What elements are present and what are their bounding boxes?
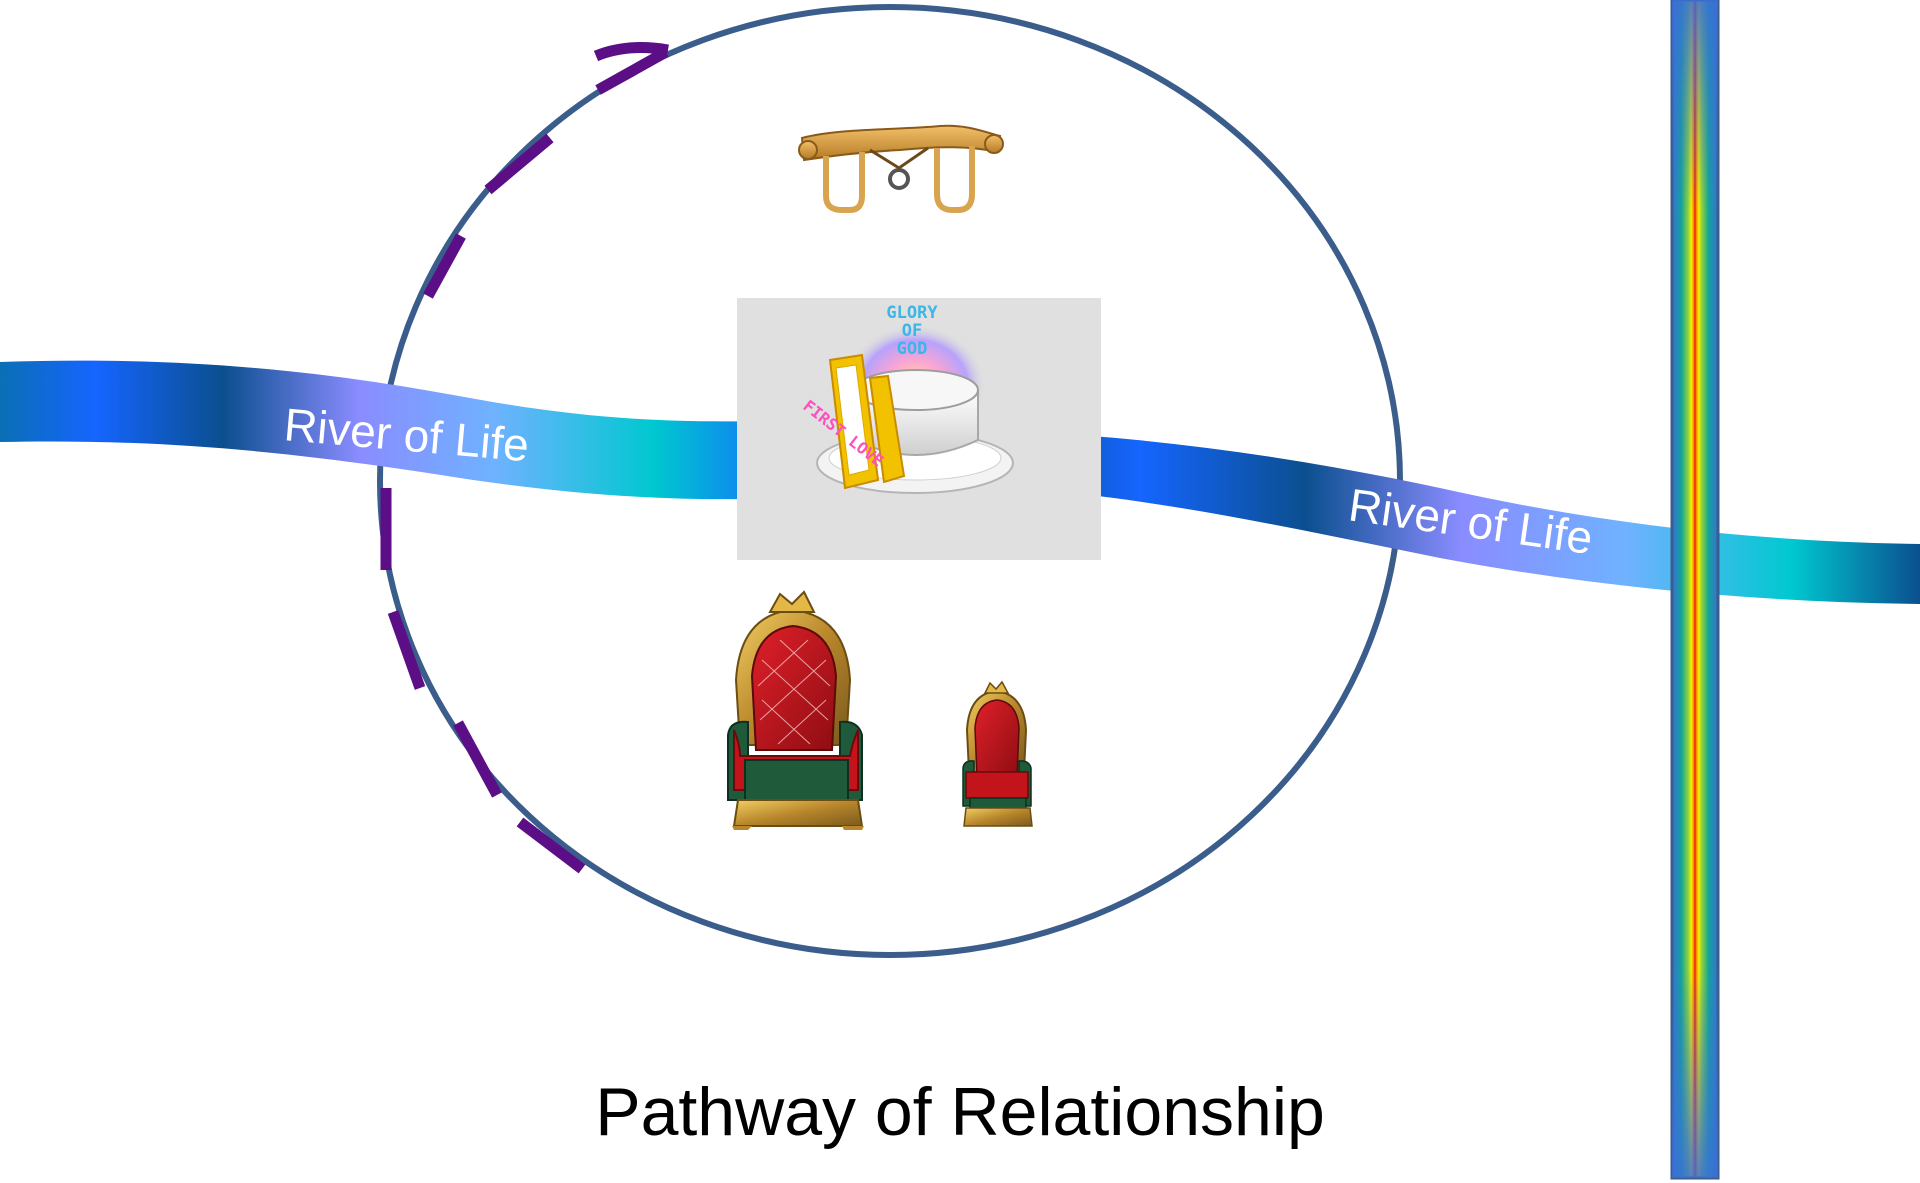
glory-text-line3: GOD [897, 339, 928, 359]
glory-text-line2: OF [902, 321, 922, 341]
river-left: River of Life [0, 360, 797, 500]
large-throne-icon [727, 590, 864, 830]
laver-picture: GLORY OF GOD FIRST LOVE [737, 298, 1101, 560]
small-throne-icon [962, 680, 1033, 827]
vertical-rainbow-band [1670, 0, 1720, 1180]
yoke-icon [798, 124, 1004, 213]
diagram-caption: Pathway of Relationship [595, 1074, 1325, 1150]
glory-text-line1: GLORY [886, 303, 938, 323]
river-right: River of Life [1003, 431, 1920, 604]
dashed-boundary-arc [380, 42, 669, 874]
